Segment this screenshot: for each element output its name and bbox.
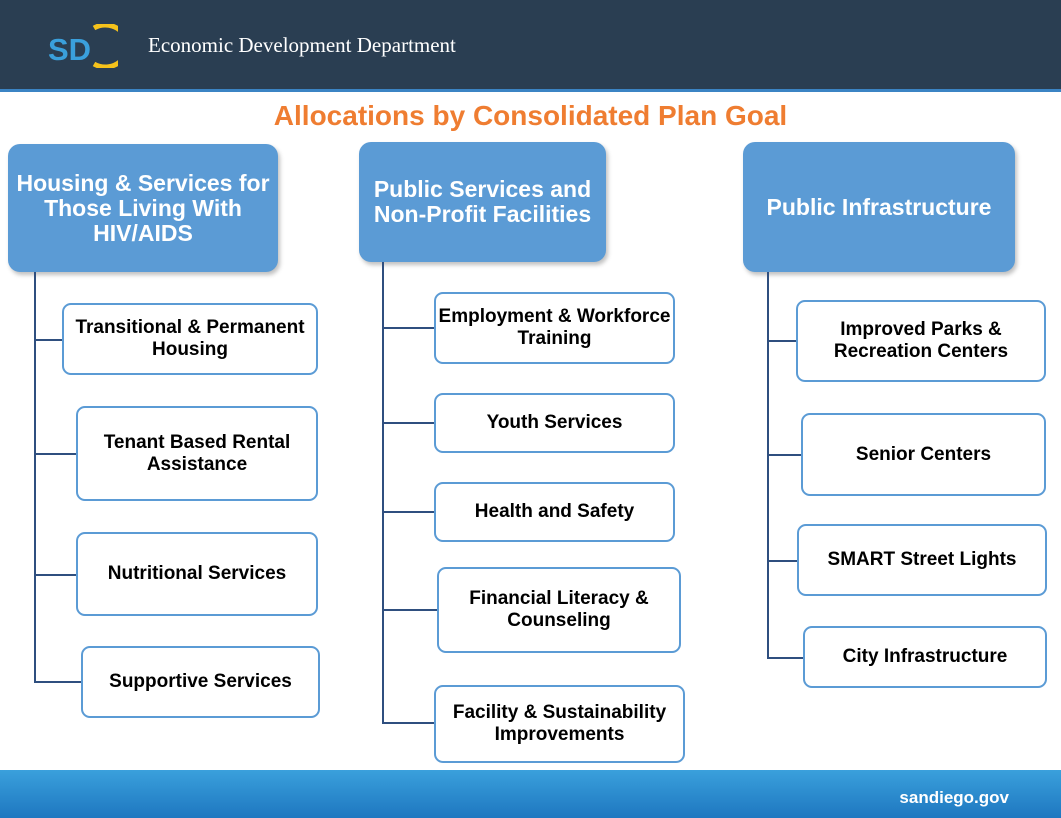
heading-public-infrastructure: Public Infrastructure <box>743 142 1015 272</box>
connector-branch <box>34 681 83 683</box>
connector-branch <box>382 609 439 611</box>
footer-url: sandiego.gov <box>899 788 1009 807</box>
connector-trunk-housing <box>34 272 36 682</box>
connector-trunk-public-services <box>382 262 384 724</box>
slide-title: Allocations by Consolidated Plan Goal <box>273 100 788 131</box>
header-bar: SD Economic Development Department <box>0 0 1061 92</box>
item-senior-centers: Senior Centers <box>801 413 1046 496</box>
connector-branch <box>34 453 78 455</box>
connector-branch <box>382 327 436 329</box>
heading-housing-hiv: Housing & Services for Those Living With… <box>8 144 278 272</box>
connector-branch <box>767 454 803 456</box>
connector-branch <box>382 511 436 513</box>
item-financial-literacy: Financial Literacy & Counseling <box>437 567 681 653</box>
item-city-infrastructure: City Infrastructure <box>803 626 1047 688</box>
item-youth-services: Youth Services <box>434 393 675 453</box>
footer-bar: sandiego.gov <box>0 770 1061 818</box>
connector-trunk-infrastructure <box>767 272 769 659</box>
item-nutritional-services: Nutritional Services <box>76 532 318 616</box>
item-supportive-services: Supportive Services <box>81 646 320 718</box>
item-facility-improvements: Facility & Sustainability Improvements <box>434 685 685 763</box>
item-tenant-rental-assistance: Tenant Based Rental Assistance <box>76 406 318 501</box>
heading-public-services: Public Services and Non-Profit Facilitie… <box>359 142 606 262</box>
connector-branch <box>382 722 436 724</box>
connector-branch <box>767 560 799 562</box>
sd-logo-icon: SD <box>48 24 118 68</box>
department-name: Economic Development Department <box>148 33 456 57</box>
item-employment-training: Employment & Workforce Training <box>434 292 675 364</box>
connector-branch <box>767 657 805 659</box>
connector-branch <box>34 339 64 341</box>
item-parks-recreation: Improved Parks & Recreation Centers <box>796 300 1046 382</box>
connector-branch <box>382 422 436 424</box>
item-smart-street-lights: SMART Street Lights <box>797 524 1047 596</box>
item-transitional-housing: Transitional & Permanent Housing <box>62 303 318 375</box>
item-health-safety: Health and Safety <box>434 482 675 542</box>
connector-branch <box>767 340 798 342</box>
connector-branch <box>34 574 78 576</box>
svg-text:SD: SD <box>48 32 91 67</box>
